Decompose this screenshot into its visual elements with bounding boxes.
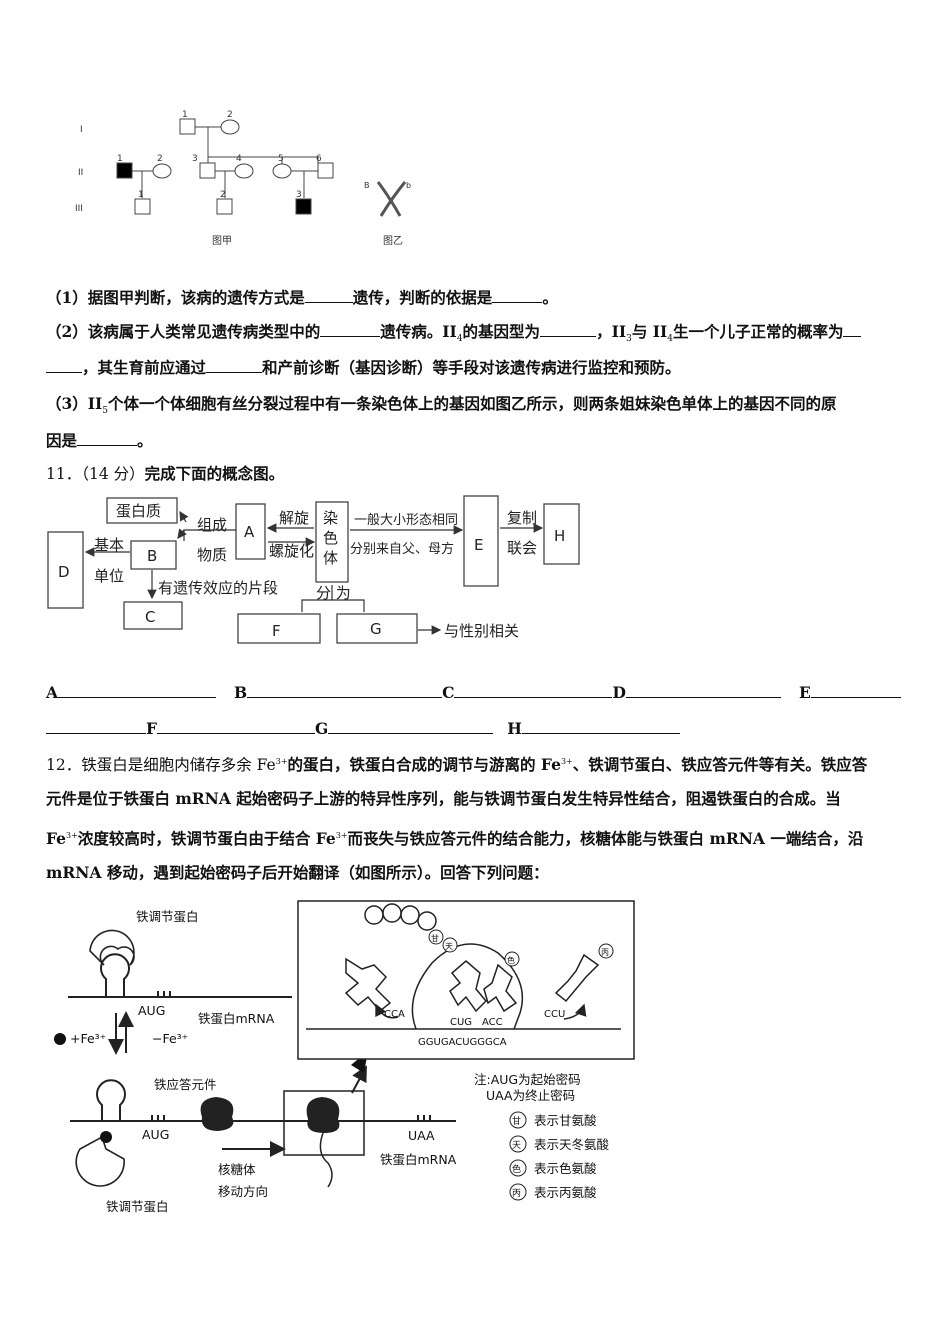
- affected-male-II1: [116, 162, 133, 179]
- svg-text:3: 3: [192, 154, 198, 164]
- q10-part1: （1）据图甲判断，该病的遗传方式是遗传，判断的依据是。: [46, 288, 558, 307]
- svg-text:单位: 单位: [94, 567, 124, 585]
- svg-text:核糖体: 核糖体: [218, 1162, 256, 1177]
- answer-blank-F[interactable]: [157, 718, 316, 734]
- svg-text:I: I: [80, 125, 83, 135]
- svg-text:天: 天: [445, 942, 453, 951]
- svg-text:−Fe³⁺: −Fe³⁺: [152, 1031, 188, 1046]
- svg-text:铁调节蛋白: 铁调节蛋白: [136, 909, 199, 924]
- svg-text:铁调节蛋白: 铁调节蛋白: [106, 1199, 169, 1214]
- svg-text:E: E: [474, 536, 483, 554]
- concept-map: 蛋白质 A B C D E H F G 染 色 体 组成 物质 解旋 螺旋化 基…: [47, 495, 580, 644]
- svg-text:铁应答元件: 铁应答元件: [154, 1077, 217, 1092]
- affected-male-III3: [295, 198, 312, 215]
- q10-part3: （3）II5个体一个体细胞有丝分裂过程中有一条染色体上的基因如图乙所示，则两条姐…: [46, 394, 837, 417]
- svg-text:有遗传效应的片段: 有遗传效应的片段: [158, 579, 278, 597]
- answer-blank-D[interactable]: [625, 682, 781, 698]
- svg-text:CCU: CCU: [544, 1009, 565, 1020]
- svg-text:B: B: [147, 547, 157, 565]
- svg-text:注:AUG为起始密码: 注:AUG为起始密码: [474, 1072, 581, 1087]
- svg-text:一般大小形态相同: 一般大小形态相同: [354, 512, 458, 528]
- svg-text:5: 5: [278, 154, 284, 164]
- q10-part3-cont: 因是。: [46, 431, 153, 450]
- svg-text:+Fe³⁺: +Fe³⁺: [70, 1031, 106, 1046]
- svg-text:AUG: AUG: [138, 1003, 165, 1018]
- svg-text:色: 色: [512, 1163, 521, 1175]
- svg-text:GGUGACUGGGCA: GGUGACUGGGCA: [418, 1037, 507, 1048]
- svg-text:表示甘氨酸: 表示甘氨酸: [534, 1113, 597, 1128]
- svg-text:F: F: [272, 622, 281, 640]
- svg-text:1: 1: [117, 154, 123, 164]
- svg-text:表示天冬氨酸: 表示天冬氨酸: [534, 1137, 610, 1152]
- svg-text:III: III: [75, 204, 83, 214]
- svg-text:H: H: [554, 527, 565, 545]
- svg-text:染: 染: [323, 509, 338, 527]
- svg-text:色: 色: [507, 955, 515, 965]
- q12-line1: 12．铁蛋白是细胞内储存多余 Fe3+的蛋白，铁蛋白合成的调节与游离的 Fe3+…: [46, 755, 868, 775]
- svg-text:蛋白质: 蛋白质: [116, 502, 161, 520]
- svg-text:甘: 甘: [512, 1115, 521, 1127]
- svg-text:2: 2: [220, 190, 226, 200]
- svg-text:图甲: 图甲: [212, 235, 232, 247]
- svg-text:铁蛋白mRNA: 铁蛋白mRNA: [380, 1152, 457, 1167]
- q12-line4: mRNA 移动，遇到起始密码子后开始翻译（如图所示）。回答下列问题：: [46, 863, 549, 882]
- svg-text:ACC: ACC: [482, 1017, 503, 1028]
- q12-line2: 元件是位于铁蛋白 mRNA 起始密码子上游的特异性序列，能与铁调节蛋白发生特异性…: [46, 789, 841, 808]
- answer-blank-A[interactable]: [58, 682, 217, 698]
- svg-text:丙: 丙: [512, 1188, 521, 1199]
- svg-text:螺旋化: 螺旋化: [269, 542, 314, 560]
- svg-text:色: 色: [323, 529, 338, 547]
- svg-text:UAA为终止密码: UAA为终止密码: [486, 1088, 575, 1103]
- answer-blank-H[interactable]: [521, 718, 680, 734]
- svg-text:b: b: [406, 181, 411, 190]
- svg-text:CCA: CCA: [384, 1009, 405, 1020]
- svg-text:2: 2: [227, 110, 233, 120]
- ferritin-translation-figure: 铁调节蛋白 AUG 铁蛋白mRNA +Fe³⁺ −Fe³⁺ 铁应答元件 AUG …: [54, 900, 635, 1214]
- svg-text:分别来自父、母方: 分别来自父、母方: [350, 541, 454, 557]
- q11-title: 11．（14 分）完成下面的概念图。: [46, 464, 285, 483]
- svg-text:2: 2: [157, 154, 163, 164]
- answer-blank-E[interactable]: [810, 682, 901, 698]
- svg-text:体: 体: [323, 549, 338, 567]
- answer-blank-B[interactable]: [247, 682, 443, 698]
- svg-text:组成: 组成: [197, 516, 227, 534]
- svg-text:D: D: [58, 563, 70, 581]
- svg-text:复制: 复制: [507, 509, 537, 527]
- svg-text:表示丙氨酸: 表示丙氨酸: [534, 1185, 597, 1200]
- svg-text:分 为: 分 为: [316, 584, 351, 602]
- svg-text:4: 4: [236, 154, 242, 164]
- svg-text:物质: 物质: [197, 546, 227, 564]
- answer-blank-G[interactable]: [328, 718, 494, 734]
- svg-text:天: 天: [512, 1141, 521, 1151]
- svg-text:表示色氨酸: 表示色氨酸: [534, 1161, 597, 1176]
- svg-text:联会: 联会: [507, 539, 537, 557]
- svg-text:CUG: CUG: [450, 1017, 472, 1028]
- svg-text:3: 3: [296, 190, 302, 200]
- answer-blank-C[interactable]: [454, 682, 613, 698]
- svg-text:B: B: [364, 181, 370, 190]
- svg-text:甘: 甘: [431, 933, 439, 943]
- svg-text:丙: 丙: [601, 948, 609, 957]
- svg-text:图乙: 图乙: [383, 235, 403, 247]
- svg-text:G: G: [370, 620, 382, 638]
- q10-part2: （2）该病属于人类常见遗传病类型中的遗传病。II4的基因型为，II3与 II4生…: [46, 321, 862, 349]
- svg-text:解旋: 解旋: [279, 509, 309, 527]
- svg-text:C: C: [145, 608, 155, 626]
- svg-text:与性别相关: 与性别相关: [444, 622, 519, 640]
- svg-text:AUG: AUG: [142, 1127, 169, 1142]
- svg-text:A: A: [244, 523, 255, 541]
- q10-part2-cont: ，其生育前应通过和产前诊断（基因诊断）等手段对该遗传病进行监控和预防。: [46, 357, 681, 378]
- svg-text:6: 6: [316, 154, 322, 164]
- svg-text:移动方向: 移动方向: [218, 1184, 268, 1199]
- svg-text:1: 1: [182, 110, 188, 120]
- q12-line3: Fe3+浓度较高时，铁调节蛋白由于结合 Fe3+而丧失与铁应答元件的结合能力，核…: [46, 829, 864, 849]
- svg-text:II: II: [78, 168, 83, 178]
- svg-text:UAA: UAA: [408, 1128, 435, 1143]
- pedigree-figure: I II III 1 2 1 2 3 4 5 6 6 2 2 3 1 图甲 图乙…: [75, 110, 411, 247]
- svg-text:1: 1: [138, 190, 144, 200]
- svg-text:铁蛋白mRNA: 铁蛋白mRNA: [198, 1011, 275, 1026]
- svg-text:基本: 基本: [94, 536, 124, 554]
